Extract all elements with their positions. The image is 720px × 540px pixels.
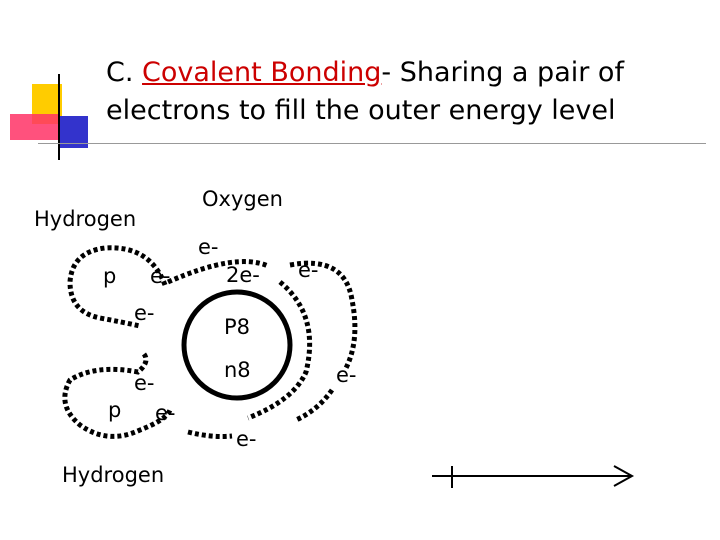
oxygen-protons: P8 bbox=[224, 315, 250, 339]
oxygen-electron-right: e- bbox=[336, 363, 357, 387]
oxygen-electron-bottom: e- bbox=[236, 427, 257, 451]
hydrogen-bottom-electron-right: e- bbox=[155, 401, 176, 425]
oxygen-electron-top: e- bbox=[198, 235, 219, 259]
oxygen-inner-shell-label: 2e- bbox=[226, 263, 260, 287]
oxygen-valence-arc-lower bbox=[296, 390, 332, 420]
hydrogen-bottom-proton: p bbox=[108, 398, 121, 422]
oxygen-outer-shell-right bbox=[248, 282, 310, 418]
hydrogen-bottom-label: Hydrogen bbox=[62, 463, 164, 487]
hydrogen-top-electron-right: e- bbox=[150, 264, 171, 288]
oxygen-label: Oxygen bbox=[202, 187, 283, 211]
oxygen-inner-shell bbox=[184, 292, 290, 398]
hydrogen-top-electron-bottom: e- bbox=[134, 301, 155, 325]
oxygen-neutrons: n8 bbox=[224, 358, 251, 382]
oxygen-outer-shell-bottom bbox=[188, 432, 232, 437]
hydrogen-top-label: Hydrogen bbox=[34, 207, 136, 231]
oxygen-electron-top-right: e- bbox=[298, 258, 319, 282]
hydrogen-bottom-electron-top: e- bbox=[134, 371, 155, 395]
hydrogen-top-proton: p bbox=[103, 264, 116, 288]
